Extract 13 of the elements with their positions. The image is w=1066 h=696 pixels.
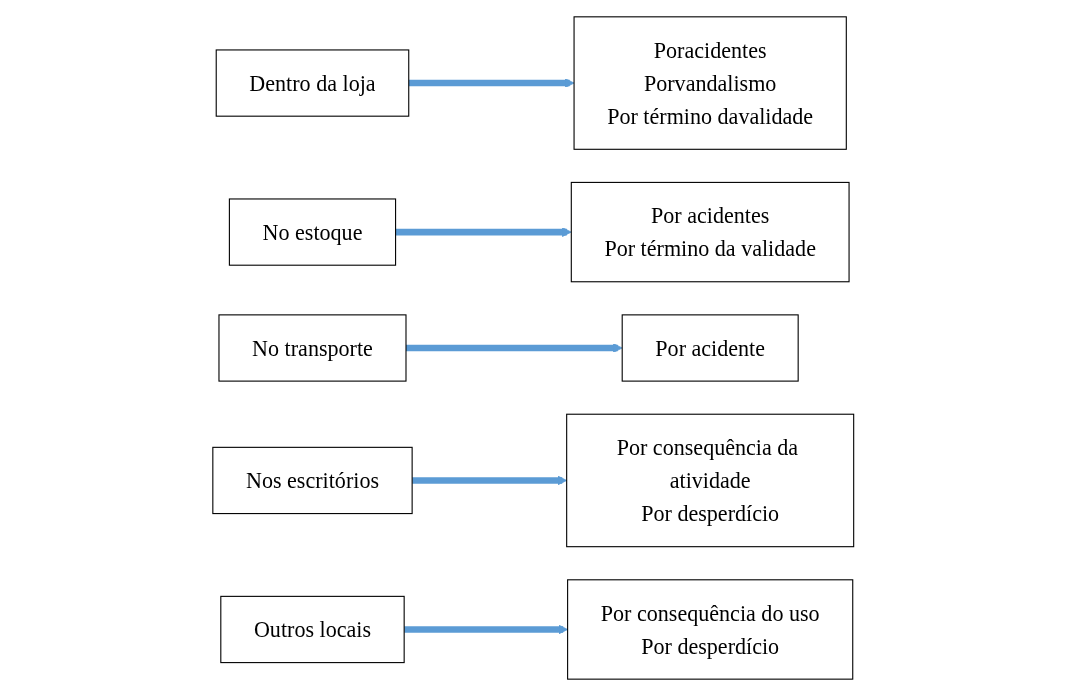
node-box: Dentro da loja (215, 49, 410, 117)
node-box: No estoque (228, 198, 396, 266)
node-box: Por consequência da atividade Por desperdício (565, 413, 854, 548)
arrow (395, 227, 572, 237)
node-box: Outros locais (220, 595, 405, 664)
node-box: Por acidentes Por término da validade (570, 181, 850, 283)
node-box: Poracidentes Porvandalismo Por término davalidade (573, 16, 847, 150)
arrow (411, 475, 567, 486)
arrow (403, 624, 568, 635)
node-box: Por acidente (621, 314, 799, 382)
node-box: Por consequência do uso Por desperdício (566, 579, 854, 680)
node-box: No transporte (218, 314, 407, 382)
node-box: Nos escritórios (212, 446, 413, 515)
